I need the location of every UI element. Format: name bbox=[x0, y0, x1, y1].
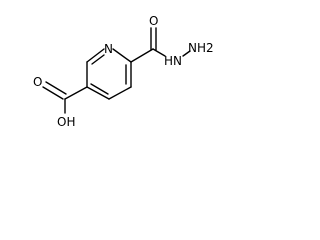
bond-c2-carbonyl bbox=[130, 48, 154, 63]
bond-carbonyl-nh bbox=[152, 48, 166, 57]
bond-c6-n1 bbox=[86, 48, 105, 63]
bond-nh-nh2 bbox=[182, 50, 191, 57]
bond-n1-c2 bbox=[112, 48, 132, 63]
ring-nitrogen-label: N bbox=[104, 42, 113, 56]
hydroxyl-label: OH bbox=[57, 115, 75, 129]
acid-oxygen-label: O bbox=[33, 75, 42, 89]
pyridine-ring bbox=[86, 48, 132, 100]
carboxylic-acid-group bbox=[42, 81, 88, 114]
bond-c5-acid-carbon bbox=[64, 86, 88, 100]
hydrazide-group bbox=[130, 27, 191, 63]
hydrazide-nh2-label: NH2 bbox=[188, 41, 214, 55]
bond-c4-c5 bbox=[86, 86, 110, 100]
bond-c6-n1-inner bbox=[91, 54, 105, 65]
bond-acid-c-o-1 bbox=[42, 86, 64, 100]
hydrazide-nh-label: HN bbox=[164, 54, 182, 68]
amide-oxygen-label: O bbox=[149, 14, 158, 28]
bond-c4-c5-inner bbox=[90, 83, 109, 95]
bond-acid-c-o-2 bbox=[45, 81, 67, 95]
chemical-structure-diagram: N HN NH2 O O OH bbox=[33, 14, 214, 129]
bond-c3-c4 bbox=[108, 86, 132, 100]
